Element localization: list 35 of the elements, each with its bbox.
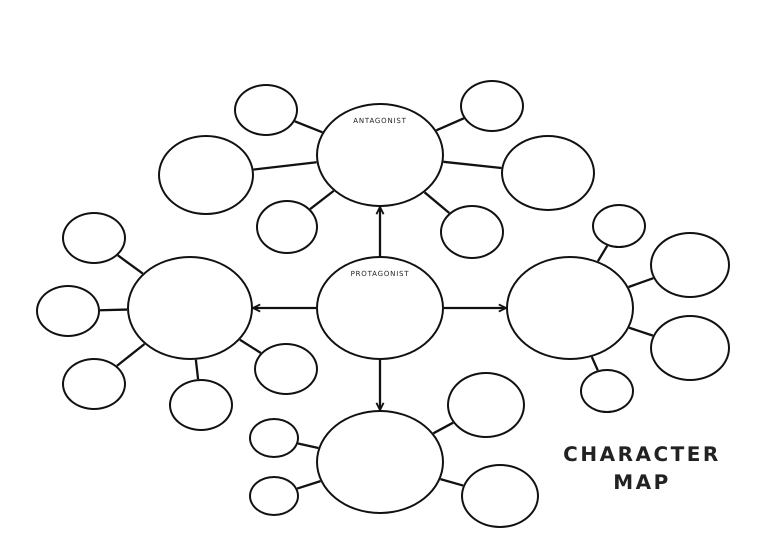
empty-ellipse — [592, 204, 646, 248]
connector-line — [443, 160, 502, 170]
connector-line — [296, 480, 321, 490]
empty-ellipse — [440, 205, 504, 259]
empty-ellipse — [234, 84, 298, 136]
arrow — [376, 206, 384, 256]
connector-line — [298, 442, 319, 450]
connector-line — [294, 120, 323, 134]
empty-ellipse — [580, 369, 634, 413]
empty-ellipse — [249, 418, 299, 458]
arrow — [444, 304, 507, 312]
empty-ellipse — [62, 358, 126, 410]
connector-line — [239, 338, 262, 354]
arrow — [376, 360, 384, 411]
connector-line — [628, 277, 654, 288]
diagram-title: CHARACTER MAP — [562, 441, 722, 496]
connector-line — [596, 245, 608, 262]
connector-line — [440, 478, 464, 487]
connector-line — [194, 360, 200, 380]
connector-line — [253, 161, 317, 171]
empty-ellipse — [460, 80, 524, 132]
empty-ellipse — [254, 343, 318, 395]
empty-ellipse — [256, 200, 318, 254]
connector-line — [436, 117, 464, 132]
connector-line — [432, 422, 454, 434]
connector-line — [116, 343, 146, 367]
connector-line — [590, 356, 599, 371]
connector-line — [309, 190, 334, 210]
empty-ellipse — [62, 212, 126, 264]
connector-line — [117, 254, 144, 274]
connector-line — [628, 326, 654, 337]
empty-ellipse — [249, 476, 299, 516]
connector-line — [424, 191, 450, 214]
connector-line — [100, 308, 128, 312]
arrow — [252, 304, 316, 312]
